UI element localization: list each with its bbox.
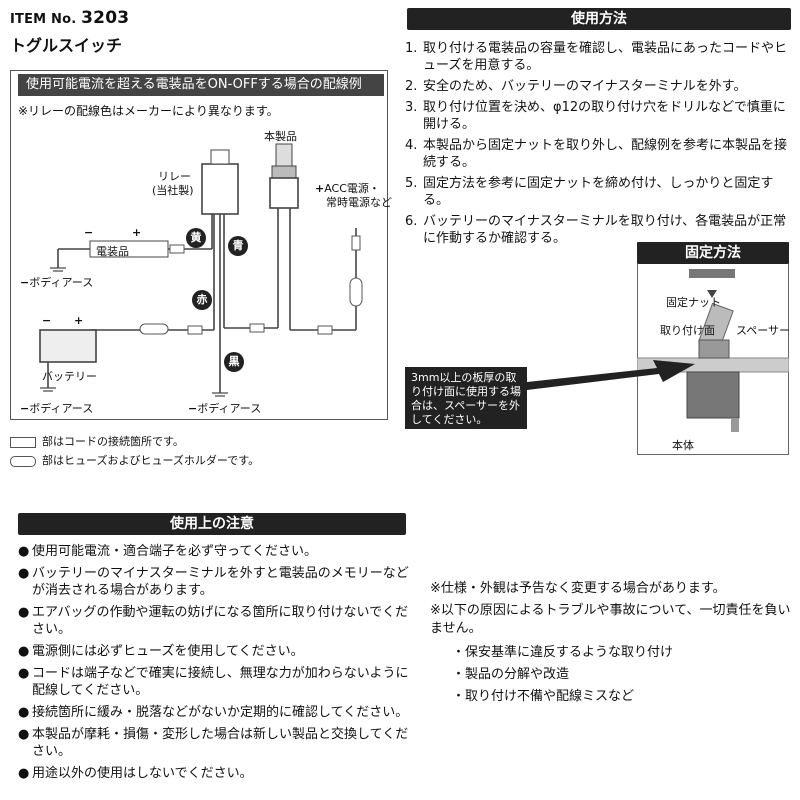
spec-change-notice: ※仕様・外観は予告なく変更する場合があります。 [430,581,726,596]
earth-symbol [212,392,228,397]
connection-point [187,325,203,335]
device-earth-label: −ボディアース [20,276,94,289]
battery-earth-label: −ボディアース [20,402,94,415]
cautions-list: ●使用可能電流・適合端子を必ず守ってください。 ●バッテリーのマイナスターミナル… [18,543,410,787]
relay-label: リレー [158,170,191,183]
cause-item: ・取り付け不備や配線ミスなど [452,689,635,704]
wire-blue-label: 青 [228,236,248,256]
battery-label: バッテリー [42,370,97,383]
acc-label: +ACC電源・ [315,182,380,195]
cause-item: ・製品の分解や改造 [452,667,570,682]
caution-item: ●接続箇所に緩み・脱落などがないか定期的に確認してください。 [18,705,409,720]
note-arrow [527,360,695,390]
wiring-diagram-frame [10,70,388,420]
usage-title-bar: 使用方法 [407,8,791,30]
battery-minus: − [42,314,52,327]
legend-fuse: 部はヒューズおよびヒューズホルダーです。 [10,452,259,468]
connection-point [351,235,361,251]
fixing-nut-label: 固定ナット [666,296,721,309]
device-box [89,240,169,258]
notices: ※仕様・外観は予告なく変更する場合があります。 ※以下の原因によるトラブルや事故… [430,580,792,710]
wire-red-label: 赤 [192,290,212,310]
usage-step: 6.バッテリーのマイナスターミナルを取り付け、各電装品が正常に作動するか確認する… [405,214,787,246]
connection-legend-icon [10,436,36,448]
cautions-title-bar: 使用上の注意 [18,513,406,535]
earth-symbol [50,267,66,272]
legend-connection: 部はコードの接続箇所です。 [10,433,184,449]
usage-steps: 1.取り付ける電装品の容量を確認し、電装品にあったコードやヒューズを用意する。 … [405,40,797,251]
liability-notice: ※以下の原因によるトラブルや事故について、一切責任を負いません。 [430,603,791,636]
device-plus: + [132,226,142,239]
fixing-title-bar: 固定方法 [637,242,789,264]
fuse-legend-icon [10,455,36,467]
product-label: 本製品 [264,130,297,143]
item-number-label: ITEM No. 3203 [10,8,129,28]
caution-item: ●用途以外の使用はしないでください。 [18,766,253,781]
threaded-collar [698,339,730,359]
connection-point [169,244,185,254]
wiring-diagram [39,143,363,397]
cause-list: ・保安基準に違反するような取り付け ・製品の分解や改造 ・取り付け不備や配線ミス… [430,644,792,706]
mounting-surface-label: 取り付け面 [660,324,715,337]
switch-body-icon [686,371,740,419]
caution-item: ●バッテリーのマイナスターミナルを外すと電装品のメモリーなどが消去される場合があ… [18,566,409,598]
switch-lever [275,143,293,167]
wire-black-label: 黒 [224,352,244,372]
caution-item: ●電源側には必ずヒューズを使用してください。 [18,644,304,659]
item-label: ITEM No. [10,12,77,27]
battery-icon [39,329,97,363]
usage-step: 2.安全のため、バッテリーのマイナスターミナルを外す。 [405,79,747,94]
usage-step: 1.取り付ける電装品の容量を確認し、電装品にあったコードやヒューズを用意する。 [405,41,788,73]
wiring-title: 使用可能電流を超える電装品をON-OFFする場合の配線例 [18,74,384,96]
caution-item: ●エアバッグの作動や運転の妨げになる箇所に取り付けないでください。 [18,605,409,637]
usage-step: 4.本製品から固定ナットを取り外し、配線例を参考に本製品を接続する。 [405,138,788,170]
wire-yellow-label: 黄 [186,228,206,248]
connection-point [249,323,265,333]
relay-note: ※リレーの配線色はメーカーにより異なります。 [18,104,279,118]
switch-body [269,177,299,209]
fixing-nut-icon [689,269,735,278]
relay-sub-label: (当社製) [152,184,194,197]
body-label: 本体 [672,439,694,452]
fuse-holder [349,277,363,307]
arrow-right-icon [527,360,695,390]
earth-symbol [40,387,56,392]
caution-item: ●使用可能電流・適合端子を必ず守ってください。 [18,544,317,559]
device-minus: − [84,226,94,239]
spacer-note: 3mm以上の板厚の取り付け面に使用する場合は、スペーサーを外してください。 [405,367,527,429]
spacer-label: スペーサー [736,324,791,337]
product-name: トグルスイッチ [10,36,123,55]
arrow-down-icon [707,280,717,298]
switch-collar [271,165,297,179]
fuse-holder [139,323,169,335]
caution-item: ●コードは端子などで確実に接続し、無理な力が加わらないように配線してください。 [18,666,409,698]
usage-step: 3.取り付け位置を決め、φ12の取り付け穴をドリルなどで慎重に開ける。 [405,100,786,132]
caution-item: ●本製品が摩耗・損傷・変形した場合は新しい製品と交換してください。 [18,727,409,759]
device-label: 電装品 [96,245,129,258]
acc-label-2: 常時電源など [326,196,392,209]
fixing-diagram [637,269,789,432]
relay-body [201,163,239,215]
usage-step: 5.固定方法を参考に固定ナットを締め付け、しっかりと固定する。 [405,176,774,208]
terminal-icon [731,418,739,432]
battery-plus: + [74,314,84,327]
connection-point [317,325,333,335]
item-number: 3203 [81,8,130,28]
relay-earth-label: −ボディアース [188,402,262,415]
relay-tab [210,149,230,165]
cause-item: ・保安基準に違反するような取り付け [452,645,674,660]
